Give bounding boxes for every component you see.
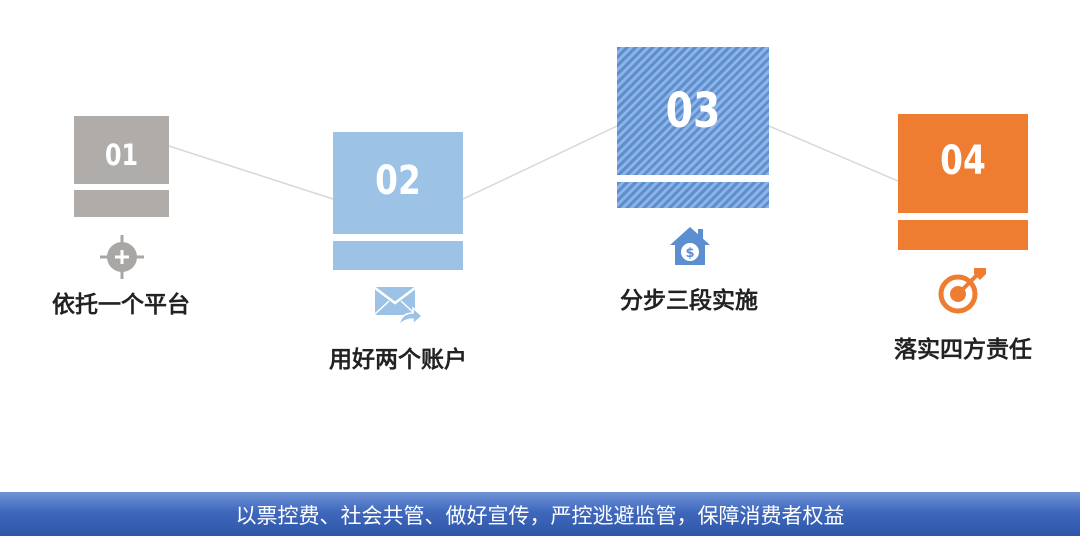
step-2-label: 用好两个账户 — [329, 347, 467, 373]
step-1-box: 01 — [74, 116, 169, 217]
footer-banner: 以票控费、社会共管、做好宣传，严控逃避监管，保障消费者权益 — [0, 492, 1080, 536]
step-4-box: 04 — [898, 114, 1028, 250]
target-arrow-icon — [938, 266, 988, 314]
step-2-band — [333, 241, 463, 270]
step-3-box: 03 — [617, 47, 769, 208]
step-2-number: 02 — [375, 158, 421, 204]
step-4-number: 04 — [940, 138, 986, 184]
step-2-block — [333, 132, 463, 234]
footer-text: 以票控费、社会共管、做好宣传，严控逃避监管，保障消费者权益 — [235, 504, 845, 528]
step-3-label: 分步三段实施 — [620, 288, 758, 314]
step-4-block — [898, 114, 1028, 213]
step-4-label: 落实四方责任 — [894, 337, 1032, 363]
step-3-number: 03 — [665, 83, 721, 139]
crosshair-plus-icon — [99, 234, 145, 280]
step-4-band — [898, 220, 1028, 250]
svg-text:$: $ — [685, 246, 694, 261]
step-2-box: 02 — [333, 132, 463, 270]
step-1-number: 01 — [104, 138, 139, 172]
step-3-band — [617, 182, 769, 208]
step-3-block — [617, 47, 769, 175]
step-1-band — [74, 190, 169, 217]
house-dollar-icon: $ — [668, 225, 712, 267]
step-1-block — [74, 116, 169, 184]
mail-forward-icon — [373, 283, 424, 329]
step-1-label: 依托一个平台 — [52, 292, 190, 318]
